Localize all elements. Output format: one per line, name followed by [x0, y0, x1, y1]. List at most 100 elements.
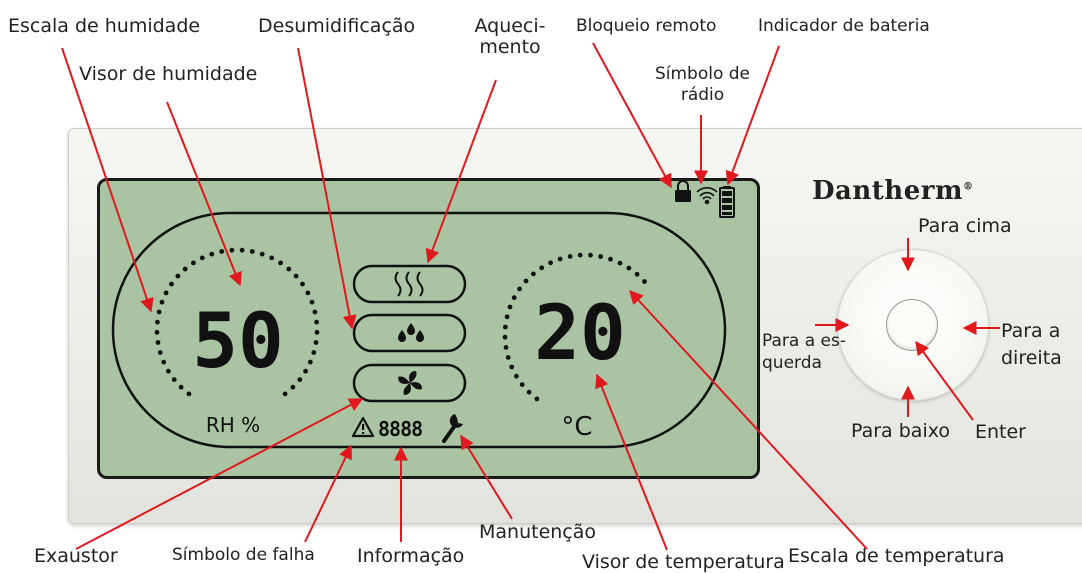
humidity-scale-dot: [182, 266, 188, 272]
arrow-heating: [425, 79, 497, 264]
wrench-icon: [442, 414, 463, 443]
humidity-scale-dot: [249, 249, 255, 254]
humidity-scale-dot: [178, 384, 184, 390]
enter-button[interactable]: [886, 299, 938, 351]
heating-mode-indicator: [352, 264, 467, 304]
humidity-scale-dot: [166, 368, 171, 374]
humidity-scale-dot: [269, 255, 275, 261]
brand-logo: Dantherm®: [812, 176, 974, 206]
label-right: Para a direita: [1001, 318, 1062, 371]
label-battery-indicator: Indicador de bateria: [758, 16, 930, 36]
label-radio-symbol: Símbolo de rádio: [640, 64, 765, 105]
humidity-scale-dot: [314, 319, 319, 325]
temperature-scale-dot: [539, 265, 545, 271]
temperature-scale-dot: [502, 334, 508, 340]
label-information: Informação: [357, 545, 465, 567]
label-left-line2: querda: [762, 352, 822, 373]
humidity-unit: RH %: [206, 413, 260, 437]
label-fault-symbol: Símbolo de falha: [172, 545, 315, 565]
temperature-scale-dot: [504, 314, 510, 320]
arrow-exhaust: [75, 398, 364, 550]
humidity-scale-dot: [311, 350, 317, 355]
humidity-scale-dot: [186, 391, 192, 397]
label-radio-symbol-line1: Símbolo de: [654, 64, 751, 84]
warning-triangle-icon: [351, 416, 375, 438]
label-right-line1: Para a: [1001, 320, 1061, 342]
temperature-scale-dot: [503, 345, 509, 350]
temperature-scale-dot: [503, 324, 508, 330]
display-stadium-outline: [111, 211, 727, 449]
arrow-maintenance: [460, 434, 513, 520]
humidity-scale-dot: [282, 391, 288, 397]
temperature-scale-dot: [523, 278, 529, 284]
arrow-humidity-display: [166, 101, 242, 287]
humidity-scale: [154, 247, 320, 397]
temperature-scale-dot: [548, 260, 553, 266]
arrow-fault-symbol: [304, 444, 352, 543]
humidity-scale-dot: [259, 251, 265, 257]
temperature-scale-dot: [634, 271, 640, 277]
arrow-humidity-scale: [61, 47, 154, 313]
label-radio-symbol-line2: rádio: [680, 84, 725, 105]
label-enter: Enter: [975, 421, 1026, 443]
humidity-scale-dot: [171, 377, 177, 382]
humidity-scale-dot: [297, 377, 303, 382]
humidity-scale-dot: [191, 260, 196, 266]
temperature-scale-dot: [505, 355, 511, 360]
arrow-temperature-display: [595, 373, 668, 551]
humidity-scale-dot: [163, 290, 169, 296]
callout-arrows: [61, 42, 1000, 551]
temperature-scale-dot: [617, 260, 623, 266]
temperature-scale-dot: [626, 265, 632, 271]
humidity-scale-dot: [305, 290, 311, 296]
humidity-scale-dot: [300, 281, 305, 287]
label-dehumidification: Desumidificação: [258, 15, 416, 37]
humidity-scale-dot: [239, 247, 245, 253]
temperature-scale-dot: [531, 271, 536, 277]
fan-icon: [398, 371, 422, 395]
humidity-scale-dot: [175, 273, 181, 279]
label-temperature-scale: Escala de temperatura: [788, 545, 1005, 567]
label-maintenance: Manutenção: [479, 521, 597, 543]
info-digits: 8888: [378, 417, 422, 441]
label-left: Para a es- querda: [762, 331, 846, 375]
temperature-scale-dot: [588, 252, 593, 258]
temperature-value: 20: [534, 288, 626, 377]
temperature-scale-dot: [511, 295, 517, 301]
humidity-scale-dot: [290, 384, 296, 390]
label-exhaust: Exaustor: [34, 545, 118, 567]
arrow-remote-lock: [592, 42, 672, 189]
humidity-scale-dot: [303, 368, 308, 374]
humidity-scale-dot: [293, 273, 299, 279]
temperature-scale-dot: [514, 373, 519, 379]
temperature-scale-dot: [608, 256, 613, 262]
humidity-scale-dot: [309, 299, 315, 305]
temperature-unit: °C: [561, 412, 592, 442]
water-drops-icon: [398, 323, 424, 342]
heat-waves-icon: [394, 271, 424, 297]
temperature-scale-dot: [517, 286, 522, 292]
humidity-scale-dot: [313, 340, 319, 345]
lcd-display: [97, 178, 760, 479]
temperature-scale-dot: [577, 252, 583, 258]
arrow-enter: [915, 340, 974, 421]
humidity-scale-dot: [219, 249, 225, 254]
temperature-scale-dot: [557, 256, 563, 262]
label-down: Para baixo: [851, 420, 951, 442]
label-heating-line2: mento: [479, 36, 541, 59]
temperature-scale-dot: [534, 396, 540, 402]
humidity-scale-dot: [209, 251, 215, 257]
humidity-scale-dot: [155, 319, 160, 325]
radio-waves-icon: [696, 187, 718, 205]
temperature-scale-dot: [598, 254, 603, 259]
label-heating-line1: Aqueci-: [474, 15, 546, 37]
label-temperature-display: Visor de temperatura: [582, 551, 785, 573]
temperature-scale-dot: [526, 389, 532, 395]
label-up: Para cima: [918, 215, 1012, 237]
label-remote-lock: Bloqueio remoto: [576, 16, 717, 36]
label-heating: Aqueci- mento: [468, 15, 552, 59]
label-humidity-display: Visor de humidade: [79, 63, 258, 85]
humidity-scale-dot: [307, 359, 313, 365]
temperature-scale-dot: [642, 279, 647, 284]
humidity-scale-dot: [154, 329, 160, 335]
